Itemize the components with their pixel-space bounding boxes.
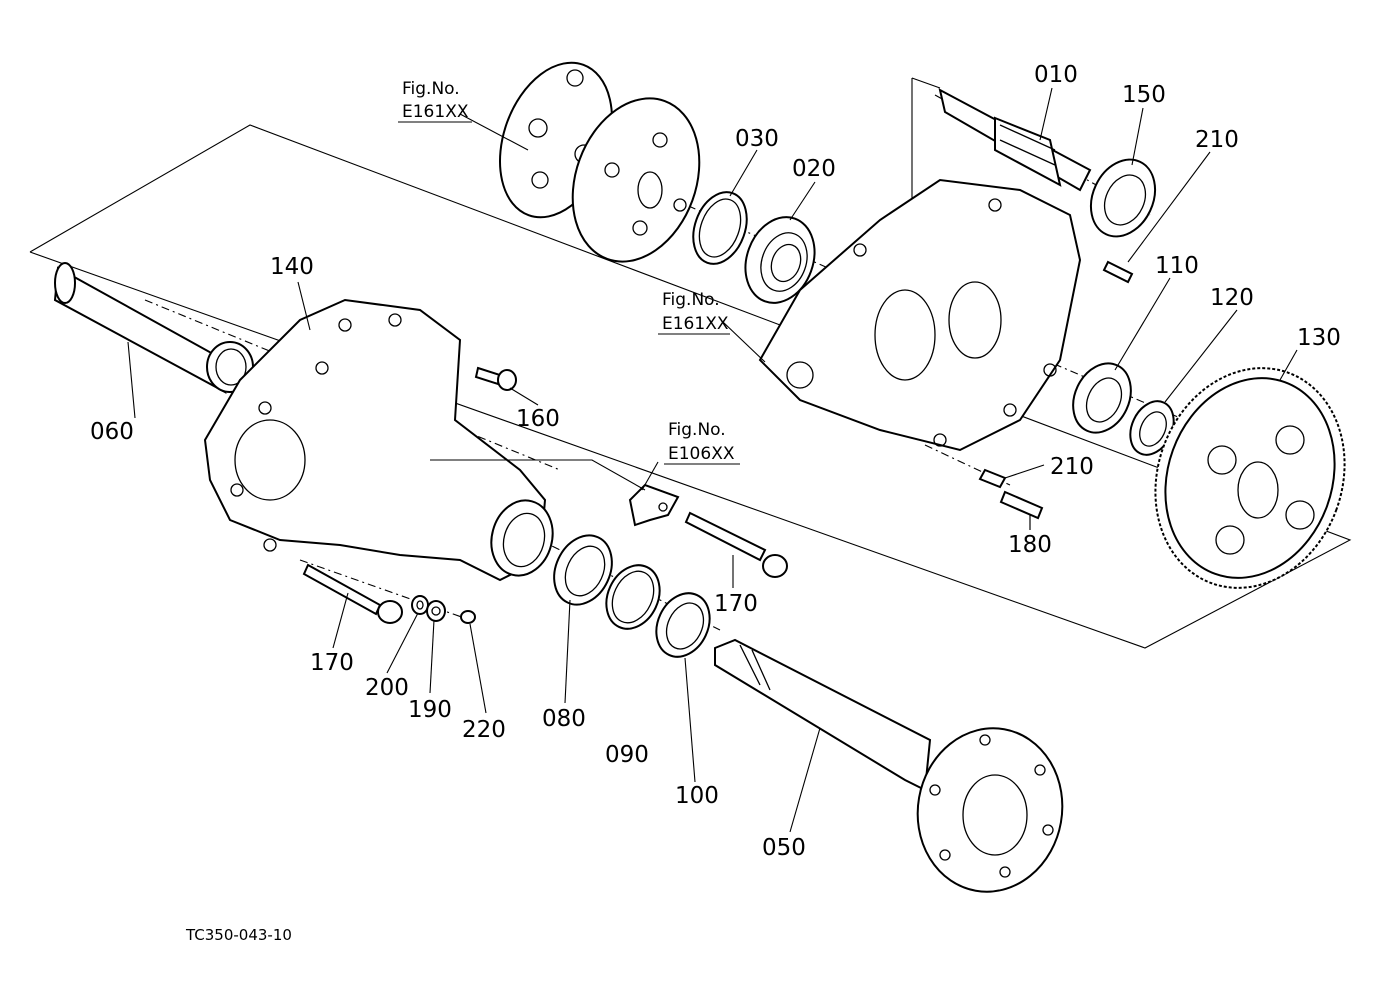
callout-020: 020 [792,156,836,182]
figure-ref-prefix: Fig.No. [402,79,460,99]
pin-210-lower [978,468,1007,489]
part-callouts: 010 020 030 050 060 080 090 100 110 120 … [90,62,1341,861]
snap-ring-030 [692,191,748,265]
bracket-plate [628,483,680,527]
bevel-gear-130 [1154,367,1346,589]
transmission-case [758,178,1082,452]
figure-ref-code: E106XX [668,444,735,464]
callout-210-top: 210 [1195,127,1239,153]
figure-reference-e161xx-top: Fig.No. E161XX [398,79,472,123]
washer-200 [411,595,429,615]
axle-shaft-050 [714,638,1064,893]
callout-130: 130 [1297,325,1341,351]
bolt-170-left [302,563,403,624]
pinion-shaft-010 [938,88,1092,192]
bearing-110 [1072,362,1132,434]
leader-lines [127,87,1298,833]
figure-ref-code: E161XX [662,314,729,334]
callout-010: 010 [1034,62,1078,88]
assembly-frame [29,124,1352,649]
bearing-150 [1089,158,1157,238]
callout-150: 150 [1122,82,1166,108]
figure-ref-prefix: Fig.No. [668,420,726,440]
callout-100: 100 [675,783,719,809]
figure-reference-e161xx-case: Fig.No. E161XX [658,290,730,335]
figure-reference-e106xx: Fig.No. E106XX [664,420,740,465]
grease-fitting-220 [460,610,476,624]
pressure-plate [571,97,701,263]
drawing-code: TC350-043-10 [185,926,292,944]
figure-ref-prefix: Fig.No. [662,290,720,310]
oil-seal-080 [553,534,613,606]
callout-180: 180 [1008,532,1052,558]
callout-050: 050 [762,835,806,861]
callout-210-bottom: 210 [1050,454,1094,480]
callout-030: 030 [735,126,779,152]
bolt-160 [474,366,517,391]
callout-220: 220 [462,717,506,743]
stud-180 [999,490,1044,520]
callout-120: 120 [1210,285,1254,311]
bolt-170-right [684,511,788,578]
bearing-100 [655,592,711,658]
axle-tube-060 [53,262,254,394]
callout-170-right: 170 [714,591,758,617]
callout-080: 080 [542,706,586,732]
callout-140: 140 [270,254,314,280]
pin-210-upper [1102,260,1134,284]
axle-housing-140 [203,298,554,582]
callout-170-left: 170 [310,650,354,676]
figure-ref-code: E161XX [402,102,469,122]
bearing-020 [744,216,816,304]
callout-190: 190 [408,697,452,723]
callout-060: 060 [90,419,134,445]
nut-190 [426,600,446,622]
callout-110: 110 [1155,253,1199,279]
snap-ring-090 [605,564,661,630]
callout-090: 090 [605,742,649,768]
callout-160: 160 [516,406,560,432]
callout-200: 200 [365,675,409,701]
